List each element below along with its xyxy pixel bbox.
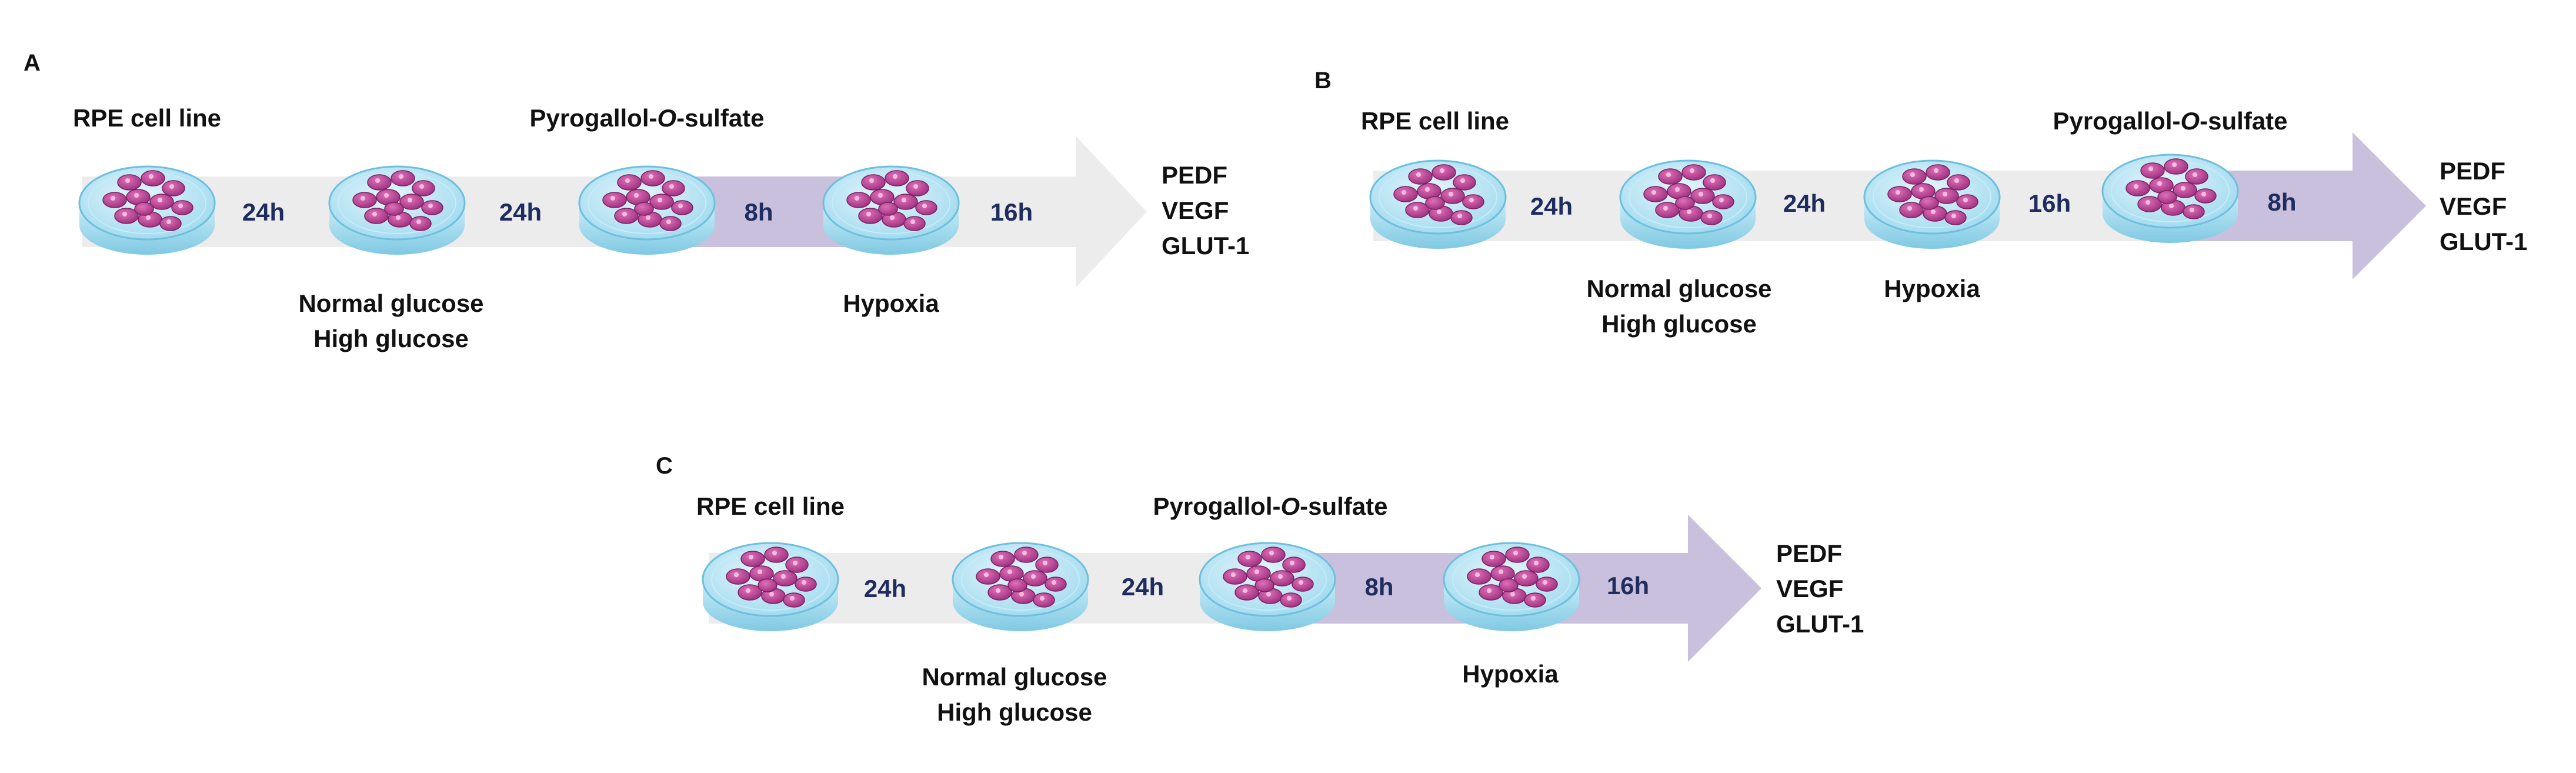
duration-label: 24h — [864, 575, 906, 602]
duration-label: 16h — [1607, 572, 1649, 599]
petri-dish-icon — [822, 165, 960, 256]
output-marker: GLUT-1 — [2440, 228, 2527, 255]
normal-glucose-label: Normal glucose — [298, 289, 483, 317]
cell-line-label: RPE cell line — [696, 492, 845, 520]
high-glucose-label: High glucose — [313, 325, 469, 352]
treatment-label: Pyrogallol-O-sulfate — [2053, 107, 2287, 135]
hypoxia-label: Hypoxia — [1462, 660, 1559, 688]
output-marker: PEDF — [2440, 157, 2505, 185]
output-marker: VEGF — [1776, 575, 1843, 602]
petri-dish-icon — [1443, 542, 1580, 632]
panel-letter: C — [656, 453, 673, 479]
petri-dish-icon — [1863, 159, 2001, 250]
panel-a: A RPE cell line Pyrogallol-O-sulfate 24h… — [24, 50, 1249, 352]
petri-dish-icon — [952, 542, 1089, 632]
duration-label: 24h — [1122, 573, 1164, 601]
duration-label: 24h — [499, 198, 542, 226]
petri-dish-icon — [1619, 159, 1757, 250]
duration-label: 24h — [242, 198, 285, 226]
cell-line-label: RPE cell line — [73, 104, 221, 132]
petri-dish-icon — [1369, 159, 1507, 250]
hypoxia-label: Hypoxia — [1884, 275, 1980, 302]
treatment-segment — [2164, 132, 2426, 279]
petri-dish-icon — [578, 165, 716, 256]
treatment-label: Pyrogallol-O-sulfate — [529, 104, 764, 132]
duration-label: 8h — [2267, 188, 2296, 216]
petri-dish-icon — [2101, 154, 2239, 244]
duration-label: 24h — [1530, 192, 1573, 220]
duration-label: 16h — [2028, 189, 2071, 217]
duration-label: 16h — [990, 198, 1033, 226]
output-marker: GLUT-1 — [1776, 610, 1864, 638]
hypoxia-label: Hypoxia — [843, 289, 939, 317]
output-marker: PEDF — [1776, 539, 1842, 567]
high-glucose-label: High glucose — [937, 698, 1092, 726]
petri-dish-icon — [78, 165, 216, 256]
duration-label: 24h — [1783, 189, 1826, 217]
panel-letter: B — [1314, 68, 1332, 94]
treatment-label: Pyrogallol-O-sulfate — [1153, 492, 1387, 520]
output-marker: GLUT-1 — [1162, 232, 1249, 259]
panel-c: C RPE cell line Pyrogallol-O-sulfate 24h… — [656, 453, 1864, 726]
normal-glucose-label: Normal glucose — [1586, 275, 1771, 302]
cell-line-label: RPE cell line — [1361, 107, 1509, 135]
panel-b: B RPE cell line Pyrogallol-O-sulfate 24h… — [1314, 68, 2527, 338]
output-marker: PEDF — [1162, 161, 1227, 189]
output-marker: VEGF — [2440, 192, 2507, 220]
high-glucose-label: High glucose — [1601, 310, 1757, 338]
petri-dish-icon — [328, 165, 466, 256]
petri-dish-icon — [702, 542, 839, 632]
duration-label: 8h — [744, 198, 773, 226]
panel-letter: A — [24, 50, 41, 76]
petri-dish-icon — [1199, 542, 1336, 632]
output-marker: VEGF — [1162, 196, 1229, 224]
normal-glucose-label: Normal glucose — [922, 663, 1107, 691]
duration-label: 8h — [1364, 573, 1393, 601]
